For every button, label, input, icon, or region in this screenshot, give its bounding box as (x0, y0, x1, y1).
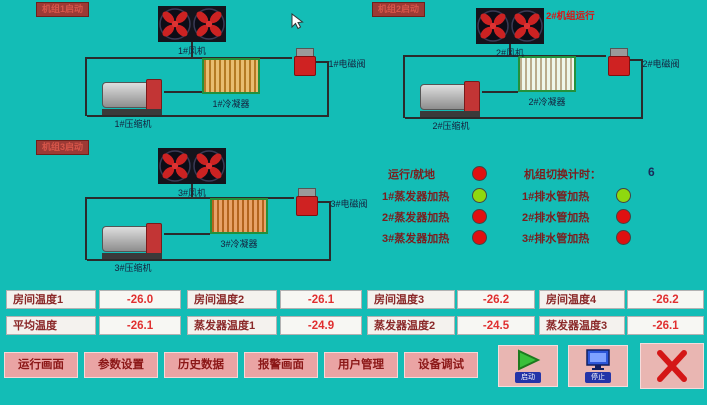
compressor-3 (102, 218, 164, 260)
evap-heater-1-indicator (472, 188, 487, 203)
valve-label-2: 2#电磁阀 (642, 59, 680, 69)
drain-heater-2-label: 2#排水管加热 (522, 212, 590, 224)
room-temp-1-label: 房间温度1 (6, 290, 96, 309)
nav-run-screen-button[interactable]: 运行画面 (4, 352, 78, 378)
room-temp-4-label: 房间温度4 (539, 290, 625, 309)
compressor-base (102, 253, 162, 259)
room-temp-2-value: -26.1 (280, 290, 362, 309)
compressor-label-1: 1#压缩机 (114, 119, 152, 129)
compressor-base (102, 109, 162, 115)
evap-temp-2-label: 蒸发器温度2 (367, 316, 455, 335)
compressor-motor (146, 79, 162, 111)
valve-body (294, 56, 316, 76)
nav-user-management-button[interactable]: 用户管理 (324, 352, 398, 378)
close-button[interactable] (640, 343, 704, 389)
compressor-body (102, 226, 150, 252)
stop-button[interactable]: 停止 (568, 345, 628, 387)
unit-switch-timer-label: 机组切换计时： (524, 169, 601, 181)
unit2-start-button[interactable]: 机组2启动 (372, 2, 426, 17)
monitor-icon (586, 349, 610, 370)
room-temp-2-label: 房间温度2 (187, 290, 277, 309)
fan-icon (158, 6, 192, 42)
unit2-running-text: 2#机组运行 (546, 11, 595, 22)
drain-heater-1-indicator (616, 188, 631, 203)
valve-body (296, 196, 318, 216)
unit-1: 机组1启动 1#风机 1#压缩机 1#冷凝器 1#电磁阀 (30, 0, 366, 138)
room-temp-3-value: -26.2 (457, 290, 535, 309)
evap-heater-3-indicator (472, 230, 487, 245)
nav-alarm-screen-button[interactable]: 报警画面 (244, 352, 318, 378)
fan-icon (476, 8, 510, 44)
solenoid-valve-2 (606, 48, 630, 76)
compressor-label-3: 3#压缩机 (114, 263, 152, 273)
evap-heater-2-label: 2#蒸发器加热 (382, 212, 450, 224)
drain-heater-2-indicator (616, 209, 631, 224)
evap-temp-3-label: 蒸发器温度3 (539, 316, 625, 335)
compressor-motor (464, 81, 480, 113)
unit1-start-button[interactable]: 机组1启动 (36, 2, 90, 17)
mouse-cursor-icon (291, 13, 304, 30)
evap-heater-3-label: 3#蒸发器加热 (382, 233, 450, 245)
nav-history-data-button[interactable]: 历史数据 (164, 352, 238, 378)
evap-temp-1-label: 蒸发器温度1 (187, 316, 277, 335)
drain-heater-1-label: 1#排水管加热 (522, 191, 590, 203)
condenser-label-2: 2#冷凝器 (528, 97, 566, 107)
unit-3: 机组3启动 3#风机 3#压缩机 3#冷凝器 3#电磁阀 (30, 138, 368, 280)
room-temp-4-value: -26.2 (627, 290, 704, 309)
compressor-body (420, 84, 468, 110)
compressor-base (420, 111, 480, 117)
evap-temp-2-value: -24.5 (457, 316, 535, 335)
compressor-1 (102, 74, 164, 116)
fan-label-3: 3#风机 (177, 188, 206, 198)
evap-heater-1-label: 1#蒸发器加热 (382, 191, 450, 203)
evap-heater-2-indicator (472, 209, 487, 224)
unit-switch-timer-value: 6 (648, 165, 655, 179)
fan-group-3 (158, 148, 226, 184)
condenser-label-1: 1#冷凝器 (212, 99, 250, 109)
drain-heater-3-indicator (616, 230, 631, 245)
fan-group-2 (476, 8, 544, 44)
run-local-indicator (472, 166, 487, 181)
avg-temp-value: -26.1 (99, 316, 181, 335)
start-button-label: 启动 (515, 372, 541, 383)
fan-label-2: 2#风机 (495, 48, 524, 58)
condenser-2 (518, 56, 576, 92)
fan-icon (192, 148, 226, 184)
fan-label-1: 1#风机 (177, 46, 206, 56)
run-local-label: 运行/就地 (388, 169, 436, 181)
compressor-motor (146, 223, 162, 255)
valve-body (608, 56, 630, 76)
fan-icon (192, 6, 226, 42)
evap-temp-3-value: -26.1 (627, 316, 704, 335)
compressor-label-2: 2#压缩机 (432, 121, 470, 131)
valve-label-1: 1#电磁阀 (328, 59, 366, 69)
fan-icon (510, 8, 544, 44)
condenser-1 (202, 58, 260, 94)
compressor-2 (420, 76, 482, 118)
compressor-body (102, 82, 150, 108)
start-button[interactable]: 启动 (498, 345, 558, 387)
room-temp-3-label: 房间温度3 (367, 290, 455, 309)
unit3-start-button[interactable]: 机组3启动 (36, 140, 90, 155)
evap-temp-1-value: -24.9 (280, 316, 362, 335)
close-x-icon (657, 350, 687, 382)
fan-icon (158, 148, 192, 184)
room-temp-1-value: -26.0 (99, 290, 181, 309)
nav-device-debug-button[interactable]: 设备调试 (404, 352, 478, 378)
unit-2: 机组2启动 2#机组运行 2#风机 2#压缩机 2#冷凝器 2#电磁阀 (358, 0, 707, 138)
drain-heater-3-label: 3#排水管加热 (522, 233, 590, 245)
valve-label-3: 3#电磁阀 (330, 199, 368, 209)
condenser-label-3: 3#冷凝器 (220, 239, 258, 249)
avg-temp-label: 平均温度 (6, 316, 96, 335)
solenoid-valve-1 (292, 48, 316, 76)
fan-group-1 (158, 6, 226, 42)
stop-button-label: 停止 (585, 372, 611, 383)
solenoid-valve-3 (294, 188, 318, 216)
condenser-3 (210, 198, 268, 234)
nav-parameter-settings-button[interactable]: 参数设置 (84, 352, 158, 378)
play-icon (518, 349, 541, 371)
